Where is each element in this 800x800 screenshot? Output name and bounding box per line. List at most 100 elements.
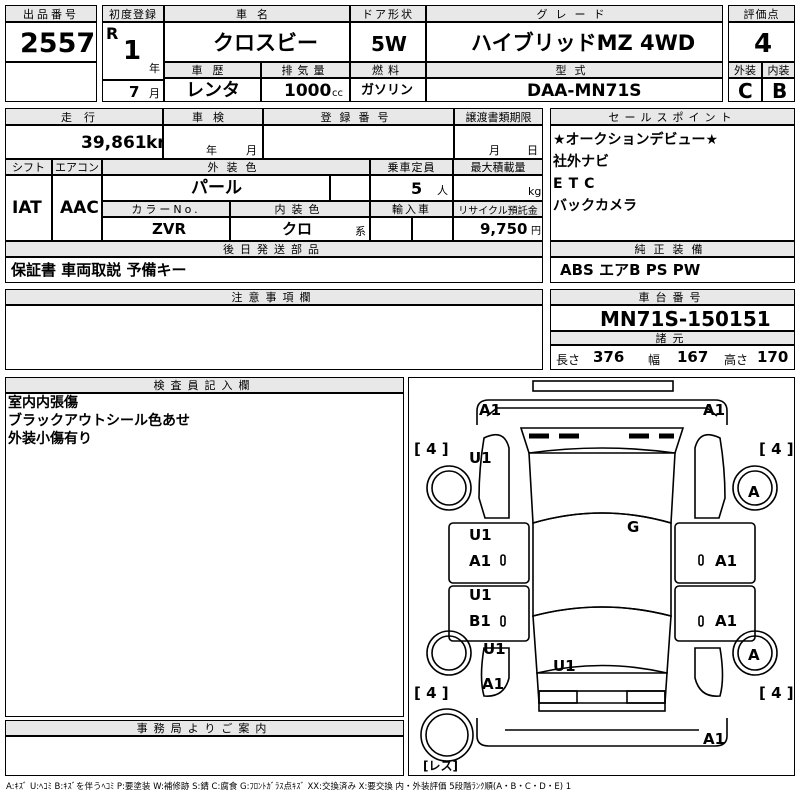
height: 170	[757, 348, 789, 366]
notes-cell	[5, 305, 543, 370]
mileage: 39,861	[81, 133, 147, 153]
history: レンタ	[186, 80, 240, 101]
office-label: 事務局よりご案内	[5, 720, 404, 736]
grade: ハイブリッドMZ 4WD	[471, 31, 696, 55]
equipment-label: 純正装備	[550, 241, 795, 257]
int-color-cell: クロ 系	[230, 217, 370, 241]
mark-roof: G	[627, 518, 640, 536]
mark-rear-hatch: U1	[553, 657, 576, 675]
transfer-month-unit: 月	[489, 144, 500, 157]
era: R	[106, 24, 119, 43]
mark-wheel-right-front: A	[748, 483, 760, 501]
load-cell: kg	[453, 175, 543, 201]
right-front-door-shape	[674, 522, 756, 584]
score-label: 評価点	[728, 5, 795, 22]
height-label: 高さ	[724, 353, 749, 367]
sales-points-label: セールスポイント	[550, 108, 795, 125]
left-front-fender-shape	[478, 433, 510, 519]
rear-hatch-shape	[536, 672, 668, 704]
lot-number: 2557	[20, 28, 96, 59]
mark-left-rear-corner: A1	[482, 675, 505, 693]
transfer-cell: 月 日	[454, 125, 543, 159]
inspection-year-unit: 年	[206, 144, 217, 157]
roof-shape	[532, 512, 672, 618]
reg-no-cell	[263, 125, 454, 159]
width-label: 幅	[648, 353, 661, 367]
mark-wheel-right-rear: A	[748, 646, 760, 664]
capacity-cell: 5 人	[370, 175, 453, 201]
recycle: 9,750	[480, 220, 528, 238]
rear-outline	[476, 718, 728, 747]
model-label: 型式	[426, 62, 723, 78]
displacement-cell: 1000 cc	[261, 78, 350, 102]
first-reg-month-cell: 7 月	[102, 80, 164, 102]
color: パール	[191, 178, 242, 198]
mark-right-front-door: A1	[715, 552, 738, 570]
displacement-unit: cc	[332, 88, 343, 99]
reg-no-label: 登録番号	[263, 108, 454, 125]
hood-line	[486, 407, 718, 417]
mark-left-front-fender: U1	[469, 449, 492, 467]
car-diagram: A1 A1 [ 4 ] [ 4 ] U1 A G U1 A1 A1 U1 B1 …	[408, 377, 795, 776]
mark-left-front-door-2: A1	[469, 552, 492, 570]
inspector-cell: 室内内張傷 ブラックアウトシール色あせ 外装小傷有り	[5, 393, 404, 717]
year-unit: 年	[149, 62, 160, 75]
tire-rear-right: [ 4 ]	[759, 684, 794, 702]
inspection-label: 車検	[163, 108, 263, 125]
left-rear-fender-shape	[480, 647, 510, 697]
mark-left-front-door-1: U1	[469, 526, 492, 544]
model-cell: DAA-MN71S	[426, 78, 723, 102]
shift-label: シフト	[5, 159, 52, 175]
length: 376	[593, 348, 625, 366]
later-parts-label: 後日発送部品	[5, 241, 543, 257]
interior-cell: B	[762, 78, 795, 102]
mark-left-rear-fender: U1	[483, 640, 506, 658]
front-bumper-shape	[532, 380, 674, 392]
transfer-label: 譲渡書類期限	[454, 108, 543, 125]
mark-left-rear-door-2: B1	[469, 612, 491, 630]
color-no: ZVR	[152, 220, 187, 238]
ac-cell: AAC	[52, 175, 102, 241]
rear-bumper-top	[538, 690, 666, 712]
fuel-cell: ガソリン	[350, 78, 426, 102]
right-rear-door-shape	[674, 585, 756, 642]
exterior-cell: C	[728, 78, 762, 102]
lot-label: 出品番号	[5, 5, 97, 22]
lot-blank	[5, 62, 97, 102]
inspection-cell: 年 月	[163, 125, 263, 159]
office-cell	[5, 736, 404, 776]
displacement: 1000	[284, 81, 332, 101]
month-unit: 月	[149, 87, 160, 100]
import-cell-1	[370, 217, 412, 241]
car-name-label: 車名	[164, 5, 350, 22]
right-front-fender-shape	[694, 433, 726, 519]
ac: AAC	[60, 198, 99, 218]
spare-tire: [レス]	[423, 759, 458, 773]
history-cell: レンタ	[164, 78, 261, 102]
tire-front-left: [ 4 ]	[414, 440, 449, 458]
exterior-label: 外装	[728, 62, 762, 78]
later-parts-cell: 保証書 車両取説 予備キー	[5, 257, 543, 283]
sales-point-1: ★オークションデビュー★	[553, 132, 719, 148]
history-label: 車歴	[164, 62, 261, 78]
load-label: 最大積載量	[453, 159, 543, 175]
color-no-cell: ZVR	[102, 217, 230, 241]
import-label: 輸入車	[370, 201, 453, 217]
int-color-label: 内装色	[230, 201, 370, 217]
dimensions-cell: 長さ 376 幅 167 高さ 170	[550, 345, 795, 370]
width: 167	[677, 348, 709, 366]
shift-cell: IAT	[5, 175, 52, 241]
inspector-label: 検査員記入欄	[5, 377, 404, 393]
door-label: ドア形状	[350, 5, 426, 22]
hood-shape	[528, 447, 676, 525]
mark-front-right: A1	[703, 401, 726, 419]
transfer-day-unit: 日	[527, 144, 538, 157]
color-no-label: カラーNo.	[102, 201, 230, 217]
import-cell-2	[412, 217, 453, 241]
mileage-label: 走行	[5, 108, 163, 125]
chassis-cell: MN71S-150151	[550, 305, 795, 331]
ac-label: エアコン	[52, 159, 102, 175]
int-color: クロ	[282, 220, 313, 238]
color-label: 外装色	[102, 159, 370, 175]
shift: IAT	[12, 198, 42, 218]
